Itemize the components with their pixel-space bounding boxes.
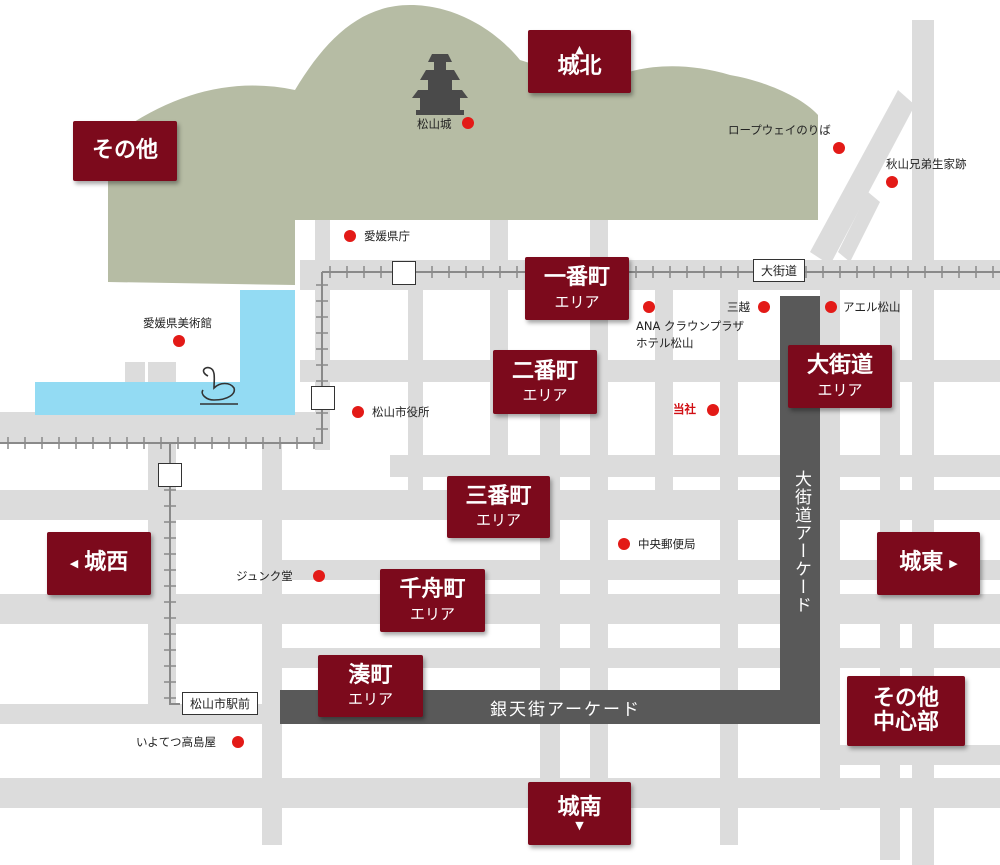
- landmark-mitsukoshi-label: 三越: [727, 300, 750, 314]
- area-sonota-button[interactable]: その他: [73, 121, 177, 181]
- landmark-ehime-museum-dot: [173, 335, 185, 347]
- landmark-aeru-label: アエル松山: [843, 300, 901, 314]
- landmark-ehime-pref-label: 愛媛県庁: [364, 229, 410, 243]
- landmark-junkudo-label: ジュンク堂: [236, 569, 293, 583]
- area-chifunemachi-title: 千舟町: [399, 577, 466, 603]
- landmark-matsuyama-castle-dot: [462, 117, 474, 129]
- okaido-arcade-label: 大街道アーケード: [791, 470, 811, 614]
- landmark-ropeway-label: ロープウェイのりば: [728, 123, 831, 137]
- castle-park: [108, 5, 818, 285]
- area-sanbancho-button[interactable]: 三番町 エリア: [447, 476, 550, 538]
- landmark-mitsukoshi-dot: [758, 301, 770, 313]
- landmark-city-hall-label: 松山市役所: [372, 405, 430, 419]
- area-josei-title: 城西: [84, 550, 129, 576]
- area-nibancho-title: 二番町: [511, 358, 578, 384]
- station-okaido-label: 大街道: [753, 259, 806, 282]
- tram-stop-2: [311, 386, 335, 410]
- ginten-arcade-label: 銀天街アーケード: [490, 700, 641, 720]
- tram-lines: [0, 271, 1000, 705]
- area-sonota-center-title2: 中心部: [872, 710, 939, 735]
- castle-icon: [412, 54, 468, 115]
- landmark-city-hall-dot: [352, 406, 364, 418]
- area-johoku-title: 城北: [557, 53, 602, 79]
- landmark-aeru-dot: [825, 301, 837, 313]
- tram-stop-3: [158, 463, 182, 487]
- area-ichibancho-button[interactable]: 一番町 エリア: [525, 257, 629, 320]
- landmark-iyotetsu-dot: [232, 736, 244, 748]
- right-arrow-icon: ▶: [949, 557, 958, 570]
- landmark-iyotetsu-label: いよてつ高島屋: [136, 735, 217, 749]
- area-chifunemachi-sub: エリア: [409, 604, 455, 623]
- landmark-post-office-label: 中央郵便局: [638, 537, 696, 551]
- area-jonan-button[interactable]: 城南 ▼: [528, 782, 631, 845]
- area-okaido-sub: エリア: [817, 380, 863, 399]
- landmark-ana-hotel-label-1: ANA クラウンプラザ: [636, 319, 745, 333]
- swan-boat-icon: [200, 366, 238, 405]
- area-johoku-button[interactable]: ▲ 城北: [528, 30, 631, 93]
- landmark-ehime-museum-label: 愛媛県美術館: [143, 316, 212, 330]
- area-josei-button[interactable]: ◀ 城西: [47, 532, 151, 595]
- area-ichibancho-sub: エリア: [554, 292, 600, 311]
- landmark-junkudo-dot: [313, 570, 325, 582]
- landmark-ehime-pref-dot: [344, 230, 356, 242]
- landmark-ana-hotel-dot: [643, 301, 655, 313]
- area-minatomachi-button[interactable]: 湊町 エリア: [318, 655, 423, 717]
- area-joto-button[interactable]: 城東 ▶: [877, 532, 980, 595]
- down-arrow-icon: ▼: [575, 819, 584, 833]
- area-joto-title: 城東: [899, 550, 944, 576]
- area-ichibancho-title: 一番町: [543, 265, 610, 291]
- area-sonota-center-button[interactable]: その他 中心部: [847, 676, 965, 746]
- area-chifunemachi-button[interactable]: 千舟町 エリア: [380, 569, 485, 632]
- area-minatomachi-title: 湊町: [348, 662, 393, 688]
- area-minatomachi-sub: エリア: [347, 690, 393, 709]
- left-arrow-icon: ◀: [69, 557, 79, 570]
- station-matsuyamashi-label: 松山市駅前: [182, 692, 259, 715]
- up-arrow-icon: ▲: [575, 42, 584, 56]
- landmark-office-dot: [707, 404, 719, 416]
- landmark-ropeway-dot: [833, 142, 845, 154]
- area-nibancho-button[interactable]: 二番町 エリア: [493, 350, 597, 414]
- area-sonota-center-title: その他: [872, 685, 939, 711]
- area-nibancho-sub: エリア: [522, 386, 568, 405]
- castle-moat: [35, 290, 295, 415]
- landmark-akiyama-dot: [886, 176, 898, 188]
- area-sanbancho-sub: エリア: [475, 511, 521, 530]
- landmark-matsuyama-castle-label: 松山城: [417, 117, 452, 131]
- landmark-ana-hotel-label-2: ホテル松山: [636, 336, 694, 350]
- area-sonota-title: その他: [91, 137, 158, 163]
- tram-stop-1: [392, 261, 416, 285]
- area-okaido-title: 大街道: [806, 353, 873, 379]
- area-sanbancho-title: 三番町: [465, 483, 532, 509]
- road-network: [0, 20, 1000, 865]
- area-okaido-button[interactable]: 大街道 エリア: [788, 345, 892, 408]
- landmark-office-label: 当社: [673, 402, 696, 416]
- area-jonan-title: 城南: [557, 794, 602, 820]
- landmark-akiyama-label: 秋山兄弟生家跡: [886, 157, 967, 171]
- landmark-post-office-dot: [618, 538, 630, 550]
